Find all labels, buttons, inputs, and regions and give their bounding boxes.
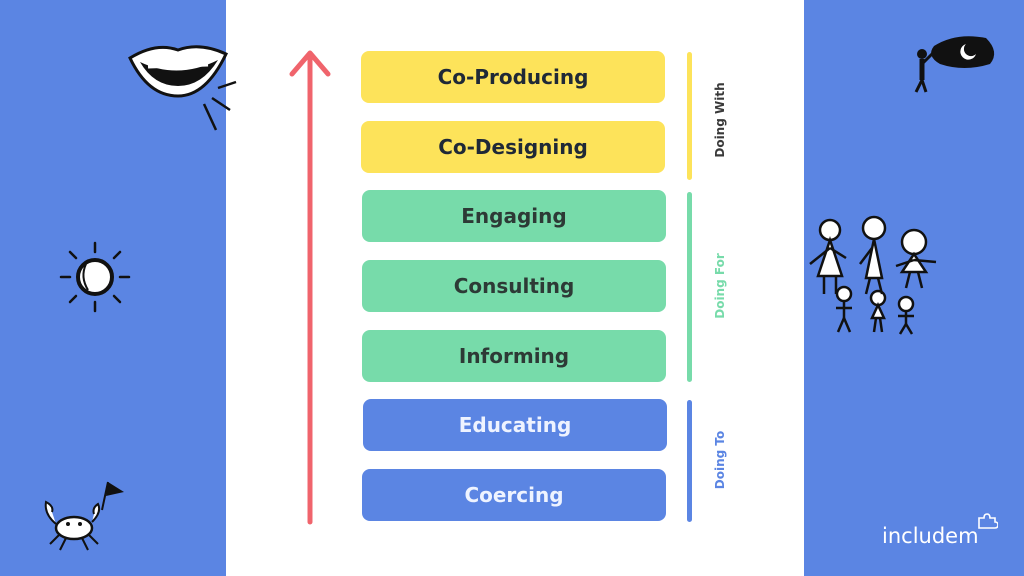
ladder-bar-co-producing: Co-Producing: [361, 51, 665, 103]
crab-icon: [44, 481, 124, 551]
brand-logo-text: includem: [882, 524, 979, 548]
ladder-bar-label: Co-Producing: [437, 65, 589, 89]
puzzle-icon: [978, 513, 998, 529]
ladder-bar-label: Engaging: [461, 204, 567, 228]
ladder-bar-engaging: Engaging: [362, 190, 666, 242]
ladder-bar-educating: Educating: [363, 399, 667, 451]
group-line-doing-for: [687, 192, 692, 382]
ladder-bar-label: Informing: [458, 344, 570, 368]
group-line-doing-with: [687, 52, 692, 180]
ladder-bar-informing: Informing: [362, 330, 666, 382]
ladder-bar-consulting: Consulting: [362, 260, 666, 312]
ladder-bar-label: Educating: [458, 413, 572, 437]
group-label-doing-to: Doing To: [713, 430, 727, 490]
sun-icon: [59, 241, 131, 313]
people-group-icon: [809, 215, 937, 335]
person-moon-icon: [914, 36, 995, 93]
upward-arrow-icon: [289, 50, 331, 525]
ladder-bar-label: Coercing: [464, 483, 564, 507]
ladder-bar-co-designing: Co-Designing: [361, 121, 665, 173]
ladder-bar-coercing: Coercing: [362, 469, 666, 521]
group-label-doing-for: Doing For: [713, 253, 727, 319]
mouth-icon: [128, 45, 237, 131]
ladder-bar-label: Consulting: [453, 274, 575, 298]
ladder-bar-label: Co-Designing: [438, 135, 588, 159]
group-line-doing-to: [687, 400, 692, 522]
group-label-doing-with: Doing With: [713, 82, 727, 158]
